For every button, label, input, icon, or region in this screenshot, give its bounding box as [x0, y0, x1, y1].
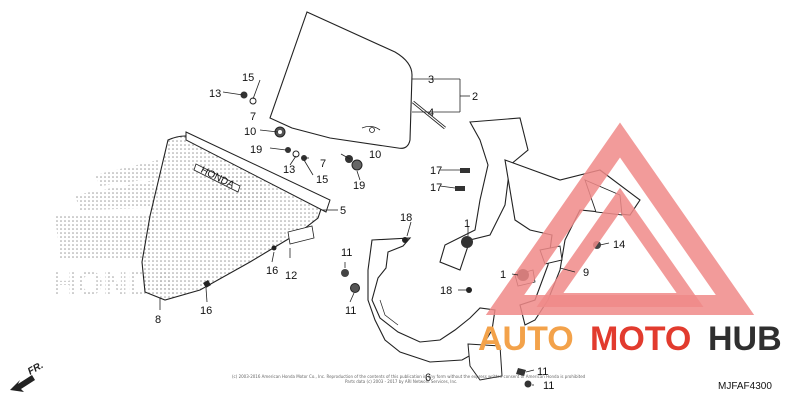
- screen-fasteners-left: [240, 91, 363, 171]
- label-13b: 13: [283, 164, 295, 176]
- copyright-line-1: (c) 2003-2016 American Honda Motor Co., …: [232, 374, 586, 379]
- label-12: 12: [285, 270, 297, 282]
- label-8: 8: [155, 314, 161, 326]
- front-direction-indicator: FR.: [10, 360, 45, 392]
- watermark: AUTO MOTO HUB: [478, 122, 782, 358]
- label-19a: 19: [250, 144, 262, 156]
- label-15b: 15: [316, 174, 328, 186]
- label-16a: 16: [266, 265, 278, 277]
- label-4: 4: [428, 107, 434, 119]
- label-11a: 11: [341, 247, 352, 259]
- label-15a: 15: [242, 72, 254, 84]
- windscreen: [269, 11, 446, 149]
- label-7a: 7: [250, 111, 256, 123]
- side-cowl: HONDA: [141, 131, 331, 301]
- label-18a: 18: [400, 212, 412, 224]
- label-19b: 19: [353, 180, 365, 192]
- label-14: 14: [613, 239, 625, 251]
- label-13a: 13: [209, 88, 221, 100]
- label-10b: 10: [369, 149, 381, 161]
- inner-cover: [341, 237, 503, 381]
- label-9: 9: [583, 267, 589, 279]
- label-5: 5: [340, 205, 346, 217]
- label-1a: 1: [464, 218, 470, 230]
- label-1b: 1: [500, 269, 506, 281]
- watermark-brand-3: HUB: [708, 320, 782, 358]
- direction-label: FR.: [26, 360, 45, 378]
- label-16b: 16: [200, 305, 212, 317]
- label-18b: 18: [440, 285, 452, 297]
- label-7b: 7: [320, 158, 326, 170]
- copyright-line-2: Parts data (c) 2003 - 2017 by ARI Networ…: [345, 379, 457, 384]
- label-17b: 17: [430, 182, 442, 194]
- leader-lines: [159, 78, 610, 386]
- part-labels: 1 1 2 3 4 5 6 7 7 8 9 10 10 11 11 11 11 …: [155, 72, 625, 392]
- label-2: 2: [472, 91, 478, 103]
- drawing-code: MJFAF4300: [718, 381, 772, 392]
- label-10a: 10: [244, 126, 256, 138]
- label-3: 3: [428, 74, 434, 86]
- arrow-icon: [10, 375, 35, 392]
- label-17a: 17: [430, 165, 442, 177]
- label-11c: 11: [537, 366, 548, 378]
- watermark-brand-1: AUTO: [478, 320, 574, 358]
- label-11b: 11: [345, 305, 356, 317]
- label-6: 6: [425, 372, 431, 384]
- label-11d: 11: [543, 380, 554, 392]
- watermark-brand-2: MOTO: [590, 320, 691, 358]
